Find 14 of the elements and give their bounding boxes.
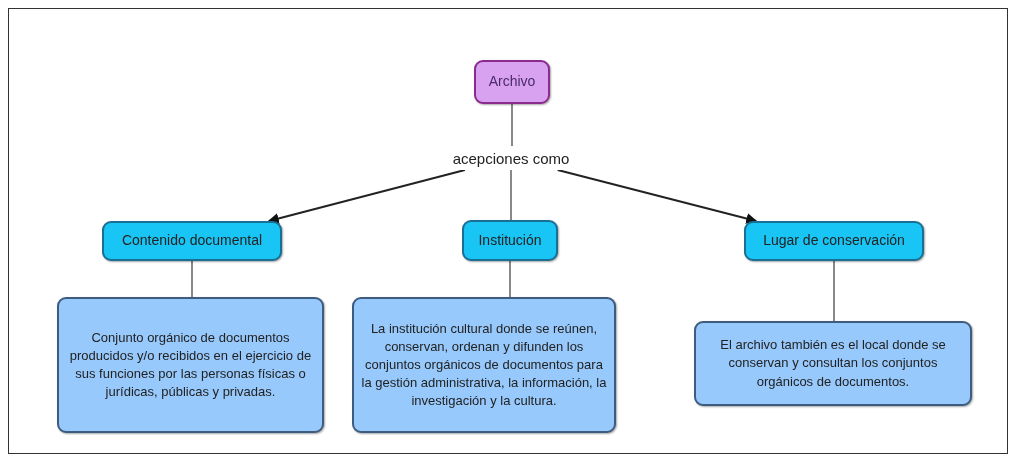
concept-box: Contenido documental bbox=[102, 221, 282, 261]
connector-line bbox=[510, 169, 512, 221]
description-box: El archivo también es el local donde se conservan y consultan los conjuntos orgánicos de documentos. bbox=[694, 321, 972, 406]
connector-line bbox=[191, 260, 193, 298]
description-box: Conjunto orgánico de documentos producidos y/o recibidos en el ejercicio de sus funciones por las personas físicas o jurídicas, públicas y privadas. bbox=[57, 297, 324, 433]
concept-box: Institución bbox=[462, 220, 558, 261]
arrow bbox=[267, 169, 466, 224]
connector-line bbox=[509, 260, 511, 298]
arrow bbox=[556, 169, 758, 224]
concept-box: Archivo bbox=[474, 60, 550, 104]
connector-line bbox=[511, 103, 513, 147]
concept-box: Lugar de conservación bbox=[744, 221, 924, 261]
connector-line bbox=[833, 260, 835, 322]
description-box: La institución cultural donde se reúnen, conservan, ordenan y difunden los conjuntos orgánicos de documentos para la gestión administrativa, la información, la investigación y la cultura. bbox=[352, 297, 616, 433]
